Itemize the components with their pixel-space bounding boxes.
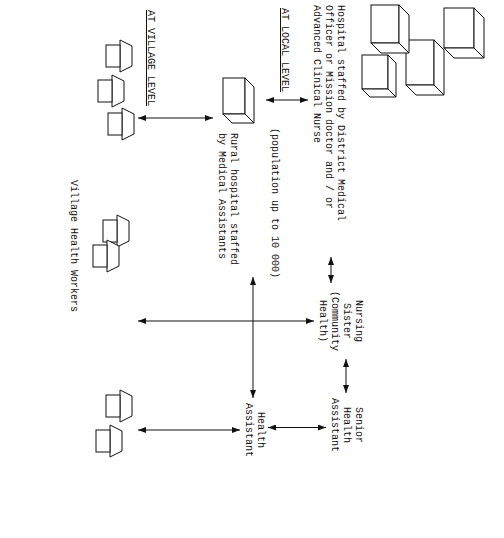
node-text: Health Assistant [242,400,266,460]
link-arrow [138,118,213,119]
staff-label: Health Assistant [242,400,266,460]
hospital-label: Hospital staffed by District Medical Off… [310,5,346,255]
level-label: AT LOCAL LEVEL [278,8,290,92]
level-label: AT VILLAGE LEVEL [144,10,156,106]
staff-label: Nursing Sister (Community Health) [316,285,364,357]
node-text: Senior Health Assistant [328,395,364,455]
link-arrow [253,277,254,398]
node-text: Village Health Workers [67,180,79,470]
node-text: Hospital staffed by District Medical Off… [310,5,346,255]
village-group: Village Health Workers [67,30,136,470]
level-label: (population up to 10 000) [268,128,280,278]
link-arrow [266,100,308,101]
link-arrow [346,359,347,393]
link-arrow [268,427,326,428]
node-text: Rural hospital staffed by Medical Assist… [215,133,239,275]
staff-label: Senior Health Assistant [328,395,364,455]
rural-hospital: Rural hospital staffed by Medical Assist… [215,75,264,275]
node-text: Nursing Sister (Community Health) [316,285,364,357]
link-arrow [138,321,314,322]
link-arrow [331,257,332,283]
link-arrow [138,430,240,431]
